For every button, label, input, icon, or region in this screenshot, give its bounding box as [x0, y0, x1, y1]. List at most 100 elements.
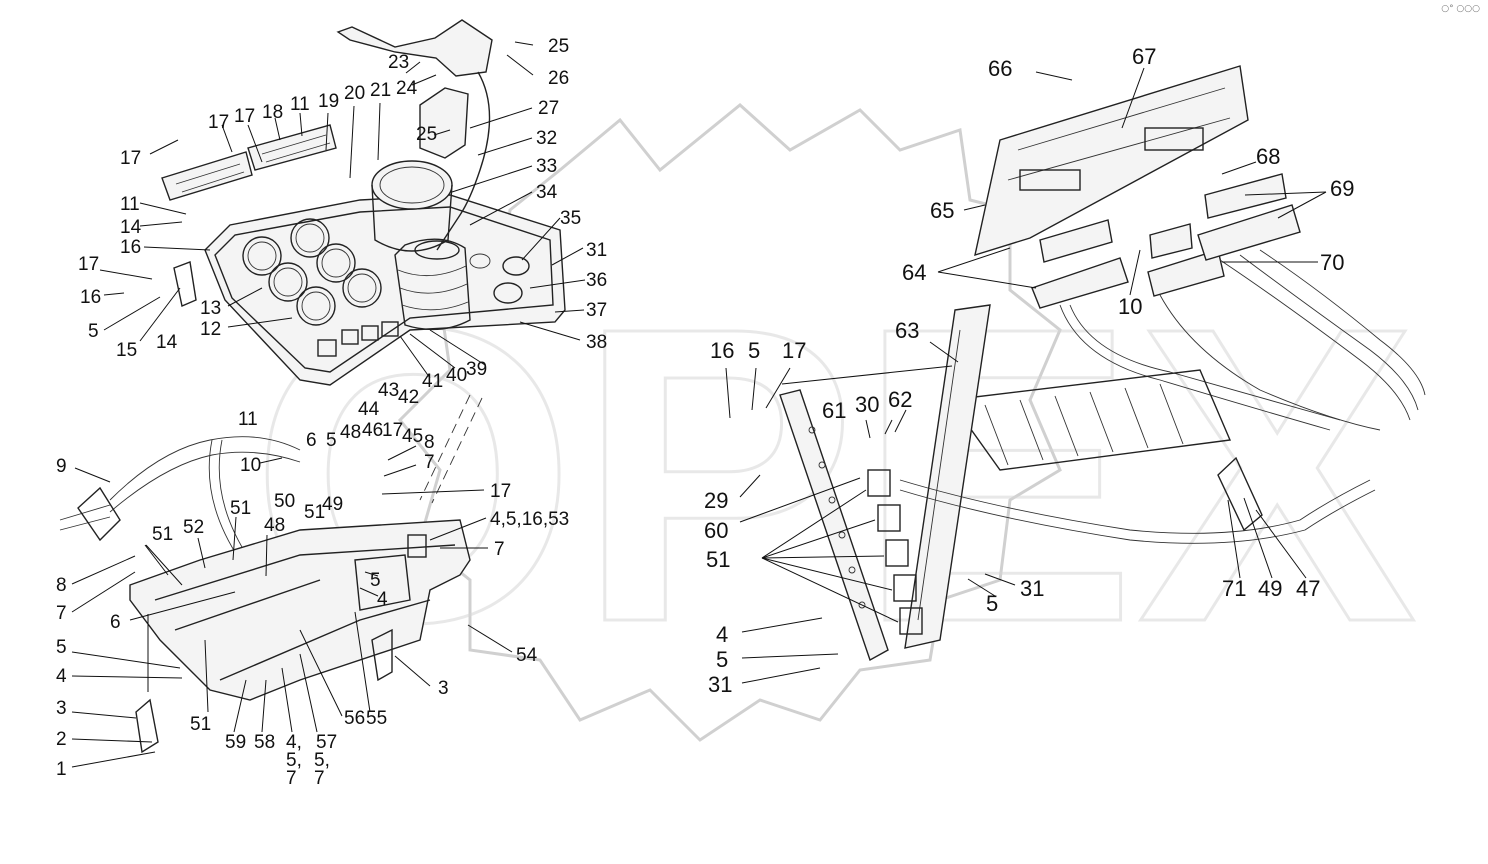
callout-label: 37 [586, 300, 607, 321]
callout-label: 11 [238, 409, 258, 430]
callout-label: 55 [366, 708, 387, 729]
callout-label: 5, [314, 750, 330, 771]
callout-label: 69 [1330, 176, 1354, 201]
callout-label: 52 [183, 517, 204, 538]
callout-label: 31 [708, 672, 732, 697]
callout-label: 48 [340, 422, 361, 443]
callout-label: 7 [314, 768, 325, 789]
right-leader-lines [725, 67, 1327, 684]
callout-label: 49 [322, 494, 343, 515]
callout-label: 42 [398, 387, 419, 408]
callout-label: 5, [286, 750, 302, 771]
callout-label: 17 [490, 481, 511, 502]
callout-label: 14 [156, 332, 178, 353]
callout-label: 12 [200, 319, 221, 340]
callout-label: 7 [494, 539, 505, 560]
callout-label: 17 [78, 254, 99, 275]
callout-label: 23 [388, 52, 409, 73]
callout-label: 70 [1320, 250, 1344, 275]
callout-label: 7 [286, 768, 297, 789]
callout-label: 4 [377, 589, 388, 610]
callout-label: 54 [516, 645, 538, 666]
callout-label: 68 [1256, 144, 1280, 169]
callout-label: 5 [716, 647, 728, 672]
callout-label: 49 [1258, 576, 1282, 601]
callout-label: 57 [316, 732, 337, 753]
callout-label: 8 [56, 575, 67, 596]
callout-label: 17 [382, 420, 403, 441]
callout-label: 40 [446, 365, 467, 386]
right-assembly [779, 65, 1426, 662]
callout-label: 50 [274, 491, 295, 512]
callout-label: 25 [416, 124, 437, 145]
callout-label: 16 [120, 237, 141, 258]
callout-label: 71 [1222, 576, 1246, 601]
callout-label: 20 [344, 83, 365, 104]
callout-label: 4 [716, 622, 728, 647]
callout-label: 29 [704, 488, 728, 513]
callout-label: 3 [438, 678, 449, 699]
callout-label: 58 [254, 732, 275, 753]
callout-label: 30 [855, 392, 879, 417]
callout-label: 4, [286, 732, 302, 753]
callout-label: 24 [396, 78, 418, 99]
callout-label: 5 [88, 321, 99, 342]
callout-label: 27 [538, 98, 559, 119]
callout-label: 51 [304, 502, 325, 523]
callout-label: 64 [902, 260, 926, 285]
callout-label: 6 [110, 612, 121, 633]
callout-label: 21 [370, 80, 391, 101]
callout-label: 2 [56, 729, 67, 750]
callout-label: 51 [706, 547, 730, 572]
callout-label: 63 [895, 318, 919, 343]
callout-label: 32 [536, 128, 557, 149]
left-leader-lines [71, 41, 586, 768]
callout-label: 45 [402, 426, 423, 447]
callout-label: 48 [264, 515, 285, 536]
callout-label: 34 [536, 182, 558, 203]
callout-label: 61 [822, 398, 846, 423]
callout-label: 65 [930, 198, 954, 223]
left-assembly [59, 19, 566, 754]
callout-label: 5 [748, 338, 760, 363]
callout-label: 16 [80, 287, 101, 308]
callout-label: 35 [560, 208, 581, 229]
callout-label: 7 [56, 603, 67, 624]
callout-label: 41 [422, 371, 443, 392]
callout-label: 51 [190, 714, 211, 735]
callout-label: 3 [56, 698, 67, 719]
callout-label: 17 [120, 148, 141, 169]
callout-label: 51 [152, 524, 173, 545]
callout-label: 4,5,16,53 [490, 509, 569, 530]
callout-label: 5 [56, 637, 67, 658]
callout-label: 67 [1132, 44, 1156, 69]
callout-label: 19 [318, 91, 339, 112]
callout-label: 1 [56, 759, 67, 780]
callout-label: 15 [116, 340, 137, 361]
callout-label: 25 [548, 36, 569, 57]
callout-label: 7 [424, 452, 435, 473]
callout-label: 17 [208, 112, 229, 133]
callout-label: 17 [234, 106, 255, 127]
callout-label: 46 [362, 420, 383, 441]
callout-label: 59 [225, 732, 246, 753]
callout-label: 31 [1020, 576, 1044, 601]
callout-label: 44 [358, 399, 380, 420]
callout-label: 47 [1296, 576, 1320, 601]
callout-label: 51 [230, 498, 251, 519]
callout-label: 43 [378, 380, 399, 401]
callout-label: 9 [56, 456, 67, 477]
callout-label: 38 [586, 332, 607, 353]
callout-label: 39 [466, 359, 487, 380]
callout-label: 11 [120, 194, 140, 215]
callout-label: 10 [1118, 294, 1142, 319]
left-callouts: 25 23 26 24 20 21 19 11 18 17 17 27 25 3… [56, 36, 607, 789]
callout-label: 60 [704, 518, 728, 543]
callout-label: 18 [262, 102, 283, 123]
callout-label: 5 [370, 570, 381, 591]
callout-label: 36 [586, 270, 607, 291]
corner-mark: ○° ○○○ [1441, 4, 1480, 14]
callout-label: 66 [988, 56, 1012, 81]
callout-label: 17 [782, 338, 806, 363]
